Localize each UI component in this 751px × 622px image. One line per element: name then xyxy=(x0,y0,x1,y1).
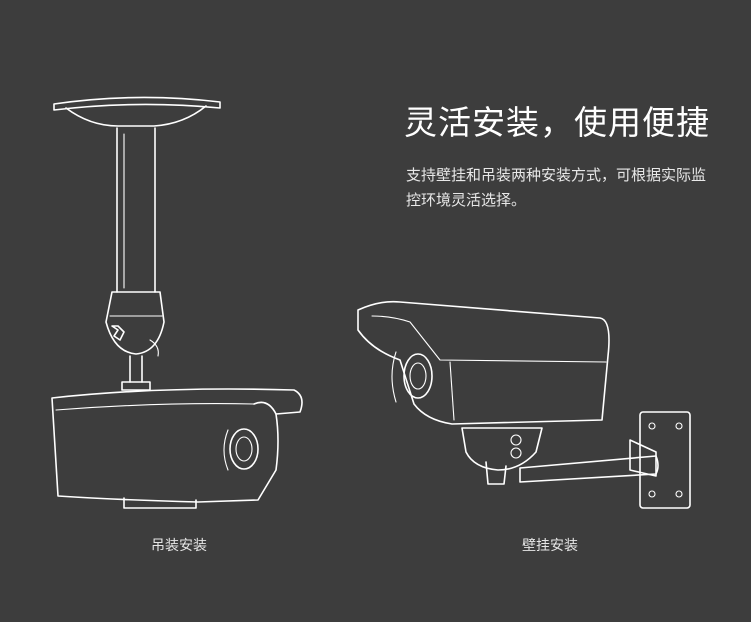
ceiling-mount-caption: 吊装安装 xyxy=(151,538,207,554)
page-title: 灵活安装，使用便捷 xyxy=(404,103,710,142)
description-text: 支持壁挂和吊装两种安装方式，可根据实际监控环境灵活选择。 xyxy=(406,166,707,209)
wall-mount-camera-illustration xyxy=(357,300,691,509)
wall-mount-caption: 壁挂安装 xyxy=(522,538,578,554)
ceiling-mount-camera-illustration xyxy=(51,96,303,509)
